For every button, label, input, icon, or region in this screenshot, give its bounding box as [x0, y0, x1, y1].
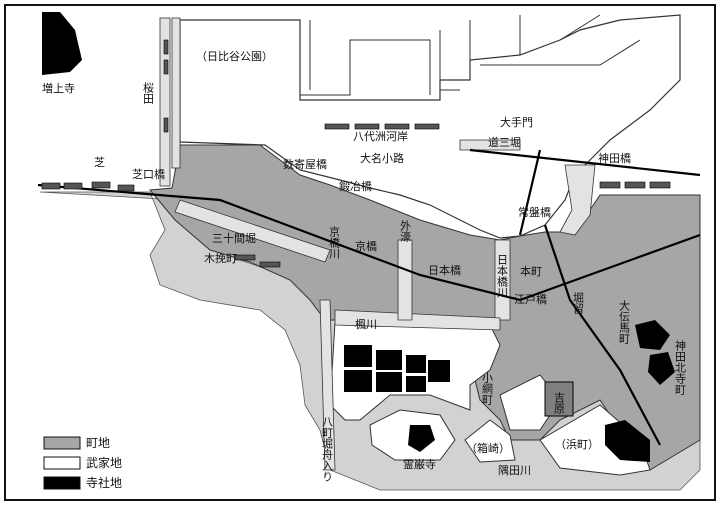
block-hibiya-2 — [163, 59, 169, 75]
temple-block-3 — [376, 350, 402, 370]
castle-moat-inner — [309, 20, 641, 91]
label-horidome: 堀留 — [572, 292, 585, 315]
block-kanda-2 — [624, 181, 646, 189]
label-zojoji: 増上寺 — [42, 82, 75, 95]
canals — [159, 17, 596, 471]
label-sukiyabashi: 数寄屋橋 — [283, 157, 327, 171]
label-koamicho: 小網町 — [481, 372, 494, 405]
legend-label-samurai: 武家地 — [86, 455, 122, 470]
label-yoshiwara: 吉原 — [553, 392, 566, 414]
label-sotobori: 外濠 — [399, 220, 412, 242]
temple-block-4 — [376, 372, 402, 392]
label-kyobashi-river: 京橋川 — [328, 225, 341, 259]
label-kobikicho: 木挽町 — [204, 251, 237, 265]
legend: 町地 武家地 寺社地 — [43, 436, 122, 490]
place-labels: 増上寺 桜田 （日比谷公園） 大手門 道三堀 神田橋 八代洲河岸 大名小路 数寄… — [42, 50, 687, 482]
temple-block-6 — [406, 376, 426, 392]
temple-block-7 — [428, 360, 450, 382]
legend-label-townland: 町地 — [86, 436, 110, 450]
block-kobiki-1 — [234, 254, 256, 261]
canal-hibiya — [171, 17, 181, 169]
canal-hacchobori — [319, 299, 336, 471]
label-dosanbori: 道三堀 — [488, 135, 521, 149]
block-yayosu-1 — [324, 123, 350, 130]
label-sanjukenbori: 三十間堀 — [212, 231, 256, 245]
block-kanda-3 — [649, 181, 671, 189]
label-kyobashi: 京橋 — [355, 239, 377, 253]
label-tokiwabashi: 常盤橋 — [518, 205, 551, 219]
block-shiba-3 — [91, 181, 111, 189]
temple-block-5 — [406, 355, 426, 373]
label-reiganji: 霊巌寺 — [403, 458, 436, 471]
label-kanda-bashi: 神田橋 — [598, 151, 631, 165]
label-hamacho: （浜町） — [555, 438, 599, 451]
samurai-area-hakozaki — [464, 419, 516, 463]
block-shiba-4 — [117, 184, 135, 192]
block-kanda-1 — [599, 181, 621, 189]
canal-kaede — [334, 309, 501, 331]
label-shibaguchi: 芝口橋 — [132, 167, 165, 181]
label-yayosu: 八代洲河岸 — [353, 130, 408, 143]
temple-east-3 — [605, 420, 650, 462]
temple-block-1 — [344, 345, 372, 367]
label-hakozaki: （箱崎） — [466, 441, 510, 455]
label-hibiya: （日比谷公園） — [196, 50, 273, 63]
label-kaede: 楓川 — [355, 317, 377, 331]
canal-dosanbori — [459, 139, 521, 151]
legend-swatch-samurai — [43, 456, 81, 470]
label-nihonbashi: 日本橋 — [428, 263, 461, 277]
block-hibiya-1 — [163, 39, 169, 55]
temple-areas — [42, 12, 675, 462]
road-tokaido — [37, 183, 701, 302]
label-honcho: 本町 — [520, 264, 542, 278]
label-edobashi: 江戸橋 — [514, 292, 547, 306]
temple-east-2 — [648, 352, 675, 385]
label-kandakitateramachi: 神田北寺町 — [674, 339, 687, 395]
label-nihonbashi-river: 日本橋川 — [496, 254, 509, 298]
block-hibiya-3 — [163, 117, 169, 133]
label-sakurada: 桜田 — [142, 81, 155, 104]
label-hacchobori: 八町堀舟入り — [321, 416, 334, 482]
legend-label-temple: 寺社地 — [86, 475, 122, 490]
canal-sotobori — [397, 239, 413, 321]
yoshiwara-block — [544, 381, 574, 417]
block-kobiki-2 — [259, 261, 281, 268]
label-ote: 大手門 — [500, 115, 533, 129]
castle-moat — [299, 14, 601, 96]
label-sumida: 隅田川 — [498, 464, 531, 477]
reiganji-temple — [408, 425, 435, 452]
block-yayosu-4 — [414, 123, 440, 130]
block-yayosu-2 — [354, 123, 380, 130]
label-kajibashi: 鍛冶橋 — [339, 179, 372, 193]
road-odenma — [543, 224, 661, 446]
block-shiba-2 — [63, 182, 83, 190]
label-odenmacho: 大伝馬町 — [618, 299, 631, 344]
block-yayosu-3 — [384, 123, 410, 130]
canal-sakurada — [159, 17, 171, 187]
label-daimyo: 大名小路 — [360, 151, 404, 165]
legend-swatch-temple — [43, 476, 81, 490]
road-honcho — [518, 149, 542, 236]
legend-swatch-townland — [43, 436, 81, 450]
canal-tokiwa — [559, 164, 596, 236]
main-roads — [37, 148, 701, 446]
temple-block-2 — [344, 370, 372, 392]
temple-east-1 — [635, 320, 670, 350]
road-kanda — [469, 148, 701, 177]
block-shiba-1 — [41, 182, 61, 190]
label-shiba: 芝 — [94, 156, 105, 169]
canal-sanjukenbori — [174, 199, 331, 263]
shoreline-blocks — [41, 39, 671, 268]
zojoji-temple — [42, 12, 82, 75]
